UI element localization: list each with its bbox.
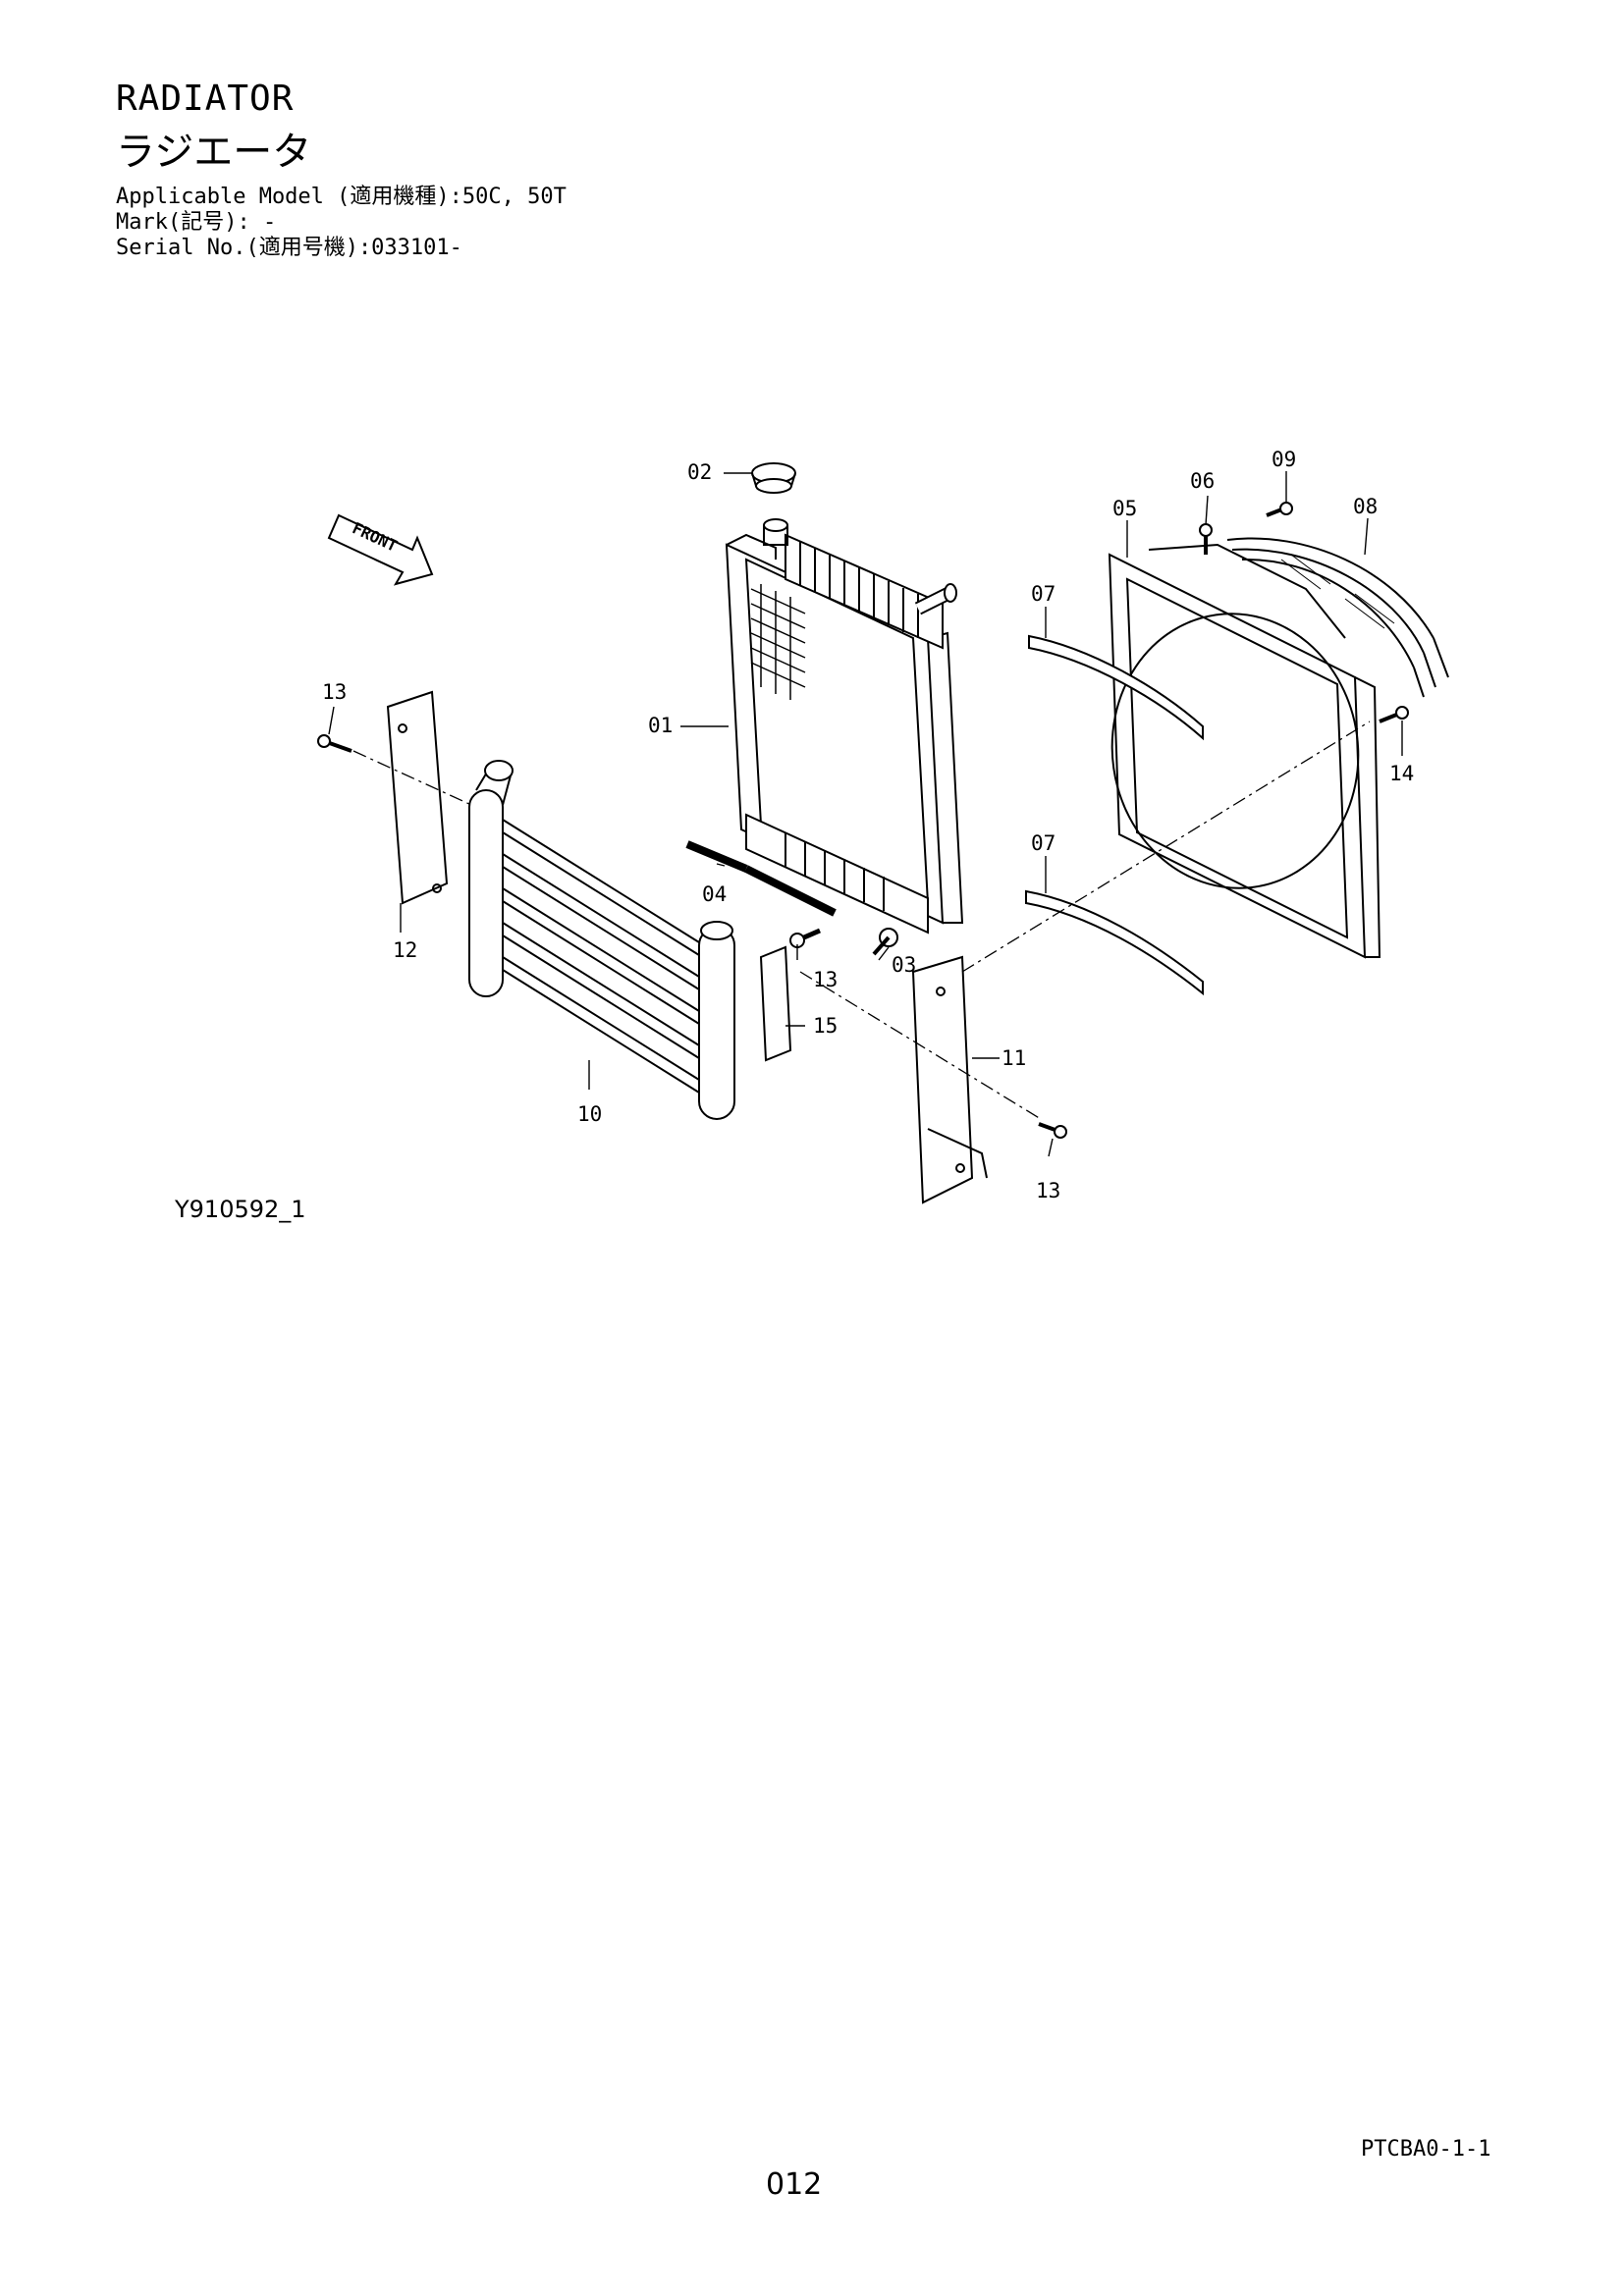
leader-lines xyxy=(328,471,1403,1157)
callout-04: 04 xyxy=(702,882,727,906)
callout-05: 05 xyxy=(1112,497,1137,520)
bracket-small xyxy=(759,945,792,1062)
callout-12: 12 xyxy=(393,938,417,962)
exploded-parts-diagram: FRONT xyxy=(317,448,1449,1204)
rubber-strip-lower xyxy=(1025,889,1204,996)
callout-11: 11 xyxy=(1001,1046,1026,1070)
assembly-lines xyxy=(352,721,1371,1120)
bolt-13-right xyxy=(1038,1122,1067,1139)
callout-15: 15 xyxy=(813,1014,838,1038)
page-subtitle: ラジエータ xyxy=(116,130,312,175)
bolt-14 xyxy=(1379,706,1409,723)
radiator-core xyxy=(725,518,964,934)
serial-number: Serial No.(適用号機):033101- xyxy=(116,236,462,260)
page-code: PTCBA0-1-1 xyxy=(1361,2137,1491,2162)
callout-08: 08 xyxy=(1353,495,1378,518)
page-title: RADIATOR xyxy=(116,79,295,119)
bolt-09 xyxy=(1266,502,1293,517)
rubber-strip-upper xyxy=(1028,634,1204,741)
drain-cock-03 xyxy=(872,928,898,956)
callout-03: 03 xyxy=(892,953,916,977)
bolt-06 xyxy=(1199,523,1213,555)
fan-shroud xyxy=(1108,543,1381,959)
callout-01: 01 xyxy=(648,714,673,737)
oil-cooler xyxy=(468,760,735,1120)
radiator-cap xyxy=(751,462,796,494)
callout-06: 06 xyxy=(1190,469,1215,493)
figure-id: Y910592_1 xyxy=(175,1196,306,1223)
applicable-model: Applicable Model (適用機種):50C, 50T xyxy=(116,185,567,209)
bracket-left xyxy=(386,690,449,905)
bolt-13-center xyxy=(789,928,821,948)
callout-labels: 02 01 04 03 13 15 11 13 10 12 13 05 06 0… xyxy=(322,448,1414,1202)
callout-07-upper: 07 xyxy=(1031,582,1056,606)
callout-09: 09 xyxy=(1272,448,1296,471)
callout-13-center: 13 xyxy=(813,968,838,991)
page-number: 012 xyxy=(766,2167,823,2202)
callout-13-left: 13 xyxy=(322,680,347,704)
mark: Mark(記号): - xyxy=(116,210,277,235)
callout-14: 14 xyxy=(1389,762,1414,785)
hose xyxy=(685,840,837,917)
callout-10: 10 xyxy=(577,1102,602,1126)
callout-13-right: 13 xyxy=(1036,1179,1060,1202)
front-arrow: FRONT xyxy=(327,513,434,586)
shroud-guard xyxy=(1226,537,1449,698)
callout-07-lower: 07 xyxy=(1031,831,1056,855)
bolt-13-left xyxy=(317,734,352,753)
callout-02: 02 xyxy=(687,460,712,484)
bracket-right xyxy=(911,955,988,1204)
